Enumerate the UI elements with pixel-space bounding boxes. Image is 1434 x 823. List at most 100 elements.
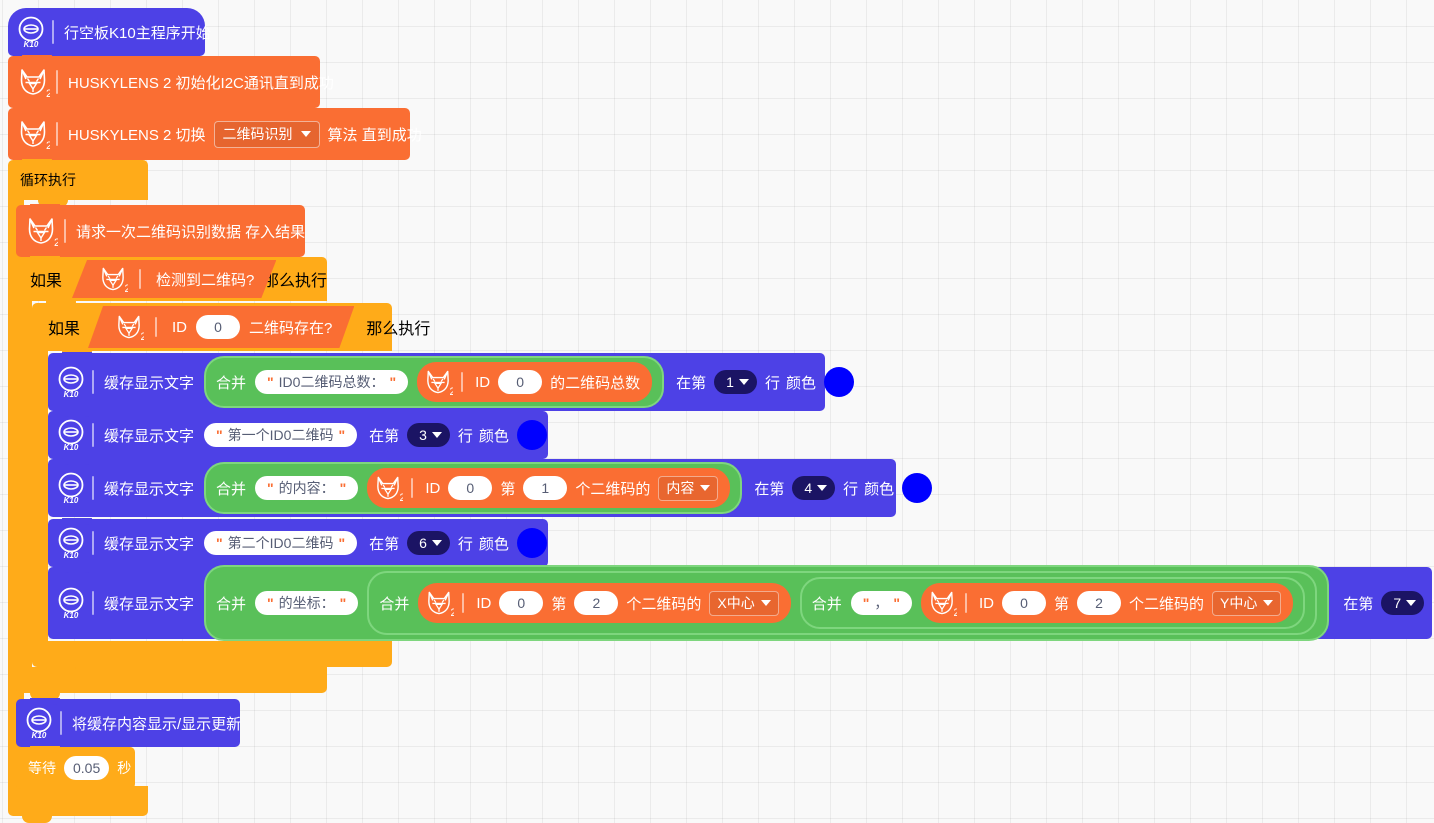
- join-reporter-inner[interactable]: 合并 " ， ": [799, 577, 1306, 629]
- property-dropdown-x[interactable]: X中心: [709, 590, 779, 616]
- condition-detected-wrapper[interactable]: 2 检测到二维码?: [72, 260, 249, 298]
- block-display-text-row-4[interactable]: K10 缓存显示文字 " 第二个ID0二维码 " 在第 6 行 颜色: [48, 518, 548, 567]
- property-dropdown-value: 内容: [666, 479, 695, 496]
- property-dropdown[interactable]: 内容: [658, 475, 719, 501]
- property-dropdown-value: Y中心: [1220, 594, 1258, 611]
- algorithm-dropdown[interactable]: 二维码识别: [213, 120, 320, 148]
- boolean-qrcode-detected[interactable]: 2 检测到二维码?: [72, 260, 276, 298]
- nth-value-input[interactable]: 2: [574, 591, 619, 615]
- line-number-dropdown[interactable]: 4: [792, 476, 836, 500]
- block-huskylens-switch-algorithm[interactable]: 2 HUSKYLENS 2 切换 二维码识别 算法 直到成功: [8, 107, 422, 160]
- at-line-label: 在第: [369, 427, 400, 445]
- block-if-id-exists-bottom[interactable]: [32, 641, 392, 674]
- block-display-text-row-3[interactable]: K10 缓存显示文字 合并 " 的内容： ": [48, 458, 933, 517]
- text-input[interactable]: " 的内容： ": [255, 476, 359, 500]
- wait-seconds-input[interactable]: 0.05: [64, 756, 110, 780]
- block-if-qrcode-id-exists-top[interactable]: 如果 2 ID 0 二维码存在? 那么执行: [32, 302, 430, 351]
- algorithm-dropdown-value: 二维码识别: [222, 125, 293, 142]
- join-label: 合并: [379, 595, 410, 613]
- join-label: 合并: [811, 595, 842, 613]
- separator-input[interactable]: " ， ": [850, 591, 912, 615]
- id-value-input[interactable]: 0: [1002, 591, 1046, 615]
- svg-text:K10: K10: [64, 443, 79, 452]
- chevron-down-icon: [1406, 600, 1417, 606]
- chevron-down-icon: [760, 600, 771, 606]
- color-label: 颜色: [785, 374, 816, 392]
- line-number-dropdown[interactable]: 6: [407, 531, 450, 555]
- icon-divider: [155, 317, 157, 337]
- text-input[interactable]: " 第一个ID0二维码 ": [204, 423, 358, 447]
- color-swatch[interactable]: [516, 528, 547, 558]
- block-if-qrcode-detected-top[interactable]: 如果 2 检测到二维码? 那么执行: [16, 256, 327, 301]
- line-number-dropdown[interactable]: 7: [1381, 591, 1425, 615]
- block-display-text-row-5[interactable]: K10 缓存显示文字 合并 " 的坐标： " 合并: [48, 565, 1434, 641]
- line-number-value: 1: [726, 374, 734, 390]
- reporter-mid-label: 个二维码的: [1129, 595, 1205, 613]
- id-value-input[interactable]: 0: [448, 476, 493, 500]
- color-swatch[interactable]: [823, 367, 854, 397]
- switch-algorithm-prefix: HUSKYLENS 2 切换: [68, 126, 206, 144]
- nth-value-input[interactable]: 2: [1077, 591, 1122, 615]
- text-input-value: 的内容：: [278, 480, 335, 496]
- block-wait-seconds[interactable]: 等待 0.05 秒: [16, 746, 135, 789]
- block-huskylens-init-i2c[interactable]: 2 HUSKYLENS 2 初始化I2C通讯直到成功: [8, 55, 334, 108]
- huskylens-ai-camera-icon: 2: [927, 587, 957, 619]
- id-value-input[interactable]: 0: [196, 315, 240, 339]
- property-dropdown-y[interactable]: Y中心: [1212, 590, 1282, 616]
- at-line-label: 在第: [676, 374, 707, 392]
- svg-text:2: 2: [400, 492, 404, 504]
- color-swatch[interactable]: [902, 473, 933, 503]
- join-reporter[interactable]: 合并 " 的内容： " 2: [204, 462, 743, 514]
- block-forever-bottom[interactable]: [8, 786, 148, 823]
- svg-text:2: 2: [140, 331, 144, 343]
- close-quote: ": [339, 480, 347, 496]
- text-input[interactable]: " 的坐标： ": [255, 591, 359, 615]
- huskylens-ai-camera-icon: 2: [16, 116, 50, 152]
- boolean-qrcode-id-exists[interactable]: 2 ID 0 二维码存在?: [88, 306, 354, 348]
- block-display-text-row-1[interactable]: K10 缓存显示文字 合并 " ID0二维码总数： ": [48, 352, 854, 411]
- id-label: ID: [979, 594, 994, 612]
- chevron-down-icon: [431, 540, 442, 546]
- row-label: 行: [457, 535, 473, 553]
- block-refresh-display[interactable]: K10 将缓存内容显示/显示更新: [16, 698, 241, 747]
- huskylens-qrcode-count-reporter[interactable]: 2 ID 0 的二维码总数: [417, 362, 653, 402]
- block-forever-top[interactable]: 循环执行: [8, 159, 148, 200]
- join-label: 合并: [216, 374, 247, 392]
- huskylens-ai-camera-icon: 2: [114, 311, 144, 343]
- hat-label: 行空板K10主程序开始: [64, 24, 211, 42]
- text-input-value: 第二个ID0二维码: [227, 535, 334, 551]
- icon-divider: [965, 593, 967, 613]
- block-display-text-row-2[interactable]: K10 缓存显示文字 " 第一个ID0二维码 " 在第 3 行 颜色: [48, 410, 548, 459]
- svg-text:2: 2: [953, 607, 957, 619]
- text-input[interactable]: " ID0二维码总数： ": [255, 370, 409, 394]
- text-input[interactable]: " 第二个ID0二维码 ": [204, 531, 358, 555]
- join-reporter-middle[interactable]: 合并 2 ID: [367, 571, 1318, 635]
- line-number-dropdown[interactable]: 1: [714, 370, 757, 394]
- block-hat-k10-main-start[interactable]: K10 行空板K10主程序开始: [8, 8, 211, 56]
- huskylens-ai-camera-icon: 2: [98, 263, 128, 295]
- reporter-mid-label: 个二维码的: [626, 595, 702, 613]
- id-value-input[interactable]: 0: [499, 591, 544, 615]
- nth-value-input[interactable]: 1: [523, 476, 568, 500]
- join-reporter[interactable]: 合并 " ID0二维码总数： " 2: [204, 356, 665, 408]
- at-line-label: 在第: [369, 535, 400, 553]
- color-swatch[interactable]: [516, 420, 547, 450]
- open-quote: ": [216, 427, 223, 443]
- chevron-down-icon: [817, 485, 828, 491]
- if-label: 如果: [30, 273, 63, 290]
- line-number-dropdown[interactable]: 3: [407, 423, 450, 447]
- huskylens-qrcode-y-center-reporter[interactable]: 2 ID 0 第 2 个二维码的 Y中心: [921, 583, 1294, 623]
- icon-divider: [60, 711, 62, 735]
- close-quote: ": [893, 595, 900, 611]
- open-quote: ": [267, 374, 274, 390]
- color-label: 颜色: [478, 535, 509, 553]
- icon-divider: [92, 531, 94, 555]
- huskylens-qrcode-x-center-reporter[interactable]: 2 ID 0 第 2 个二维码的 X中心: [418, 583, 791, 623]
- id-label: ID: [172, 318, 188, 336]
- block-huskylens-request-data[interactable]: 2 请求一次二维码识别数据 存入结果: [16, 204, 305, 257]
- join-reporter-outer[interactable]: 合并 " 的坐标： " 合并: [204, 565, 1330, 641]
- huskylens-qrcode-property-reporter[interactable]: 2 ID 0 第 1 个二维码的 内容: [367, 468, 731, 508]
- id-value-input[interactable]: 0: [498, 370, 543, 394]
- row-label: 行: [1432, 593, 1434, 614]
